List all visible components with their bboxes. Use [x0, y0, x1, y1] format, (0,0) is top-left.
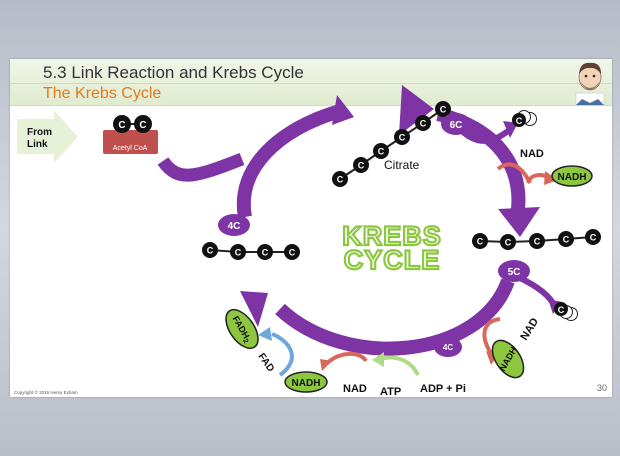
title-band: 5.3 Link Reaction and Krebs Cycle The Kr…: [10, 59, 612, 106]
oxygen-molecule-icon: C: [554, 302, 578, 321]
carbon-atom: [435, 101, 451, 117]
from-link-arrow: [17, 110, 78, 163]
copyright: Copyright © 2016 Henry Exham: [14, 390, 78, 395]
carbon-atom-icon: C: [399, 133, 406, 143]
carbon-atom-icon: C: [118, 120, 125, 131]
label-4c-bottom: 4C: [443, 343, 453, 352]
nadh-label-3: NADH: [292, 378, 321, 389]
cycle-word: CYCLE: [344, 245, 441, 275]
krebs-diagram: C C: [17, 62, 605, 397]
nad-label-1: NAD: [520, 148, 544, 160]
carbon-atom-icon: C: [477, 237, 484, 247]
cycle-arrows: [157, 104, 558, 356]
slide-subtitle: The Krebs Cycle: [43, 85, 162, 102]
from-link-line2: Link: [27, 139, 48, 150]
krebs-word: KREBS: [342, 221, 442, 251]
carbon-atom: [332, 171, 348, 187]
page-number: 30: [597, 383, 608, 393]
acetyl-coa-label: Acetyl CoA: [113, 145, 148, 152]
label-4c-left: 4C: [228, 221, 241, 232]
carbon-atom-icon: C: [358, 161, 365, 171]
carbon-atom: [472, 233, 488, 249]
carbon-atom-icon: C: [207, 246, 214, 256]
carbon-atom: [500, 234, 516, 250]
nad-label-3: NAD: [343, 383, 367, 395]
oxygen-molecule-icon: C: [512, 110, 537, 127]
slide-title: 5.3 Link Reaction and Krebs Cycle: [43, 63, 304, 82]
atp-label: ATP: [380, 386, 401, 397]
acetyl-coa-box: [103, 130, 158, 154]
carbon-atom: [558, 231, 574, 247]
carbon-atom-icon: C: [262, 248, 269, 258]
label-6c: 6C: [450, 120, 463, 131]
carbon-atom-icon: C: [235, 248, 242, 258]
carbon-atom-icon: C: [440, 105, 447, 115]
carbon-atom: [257, 244, 273, 260]
carbon-atom-icon: C: [139, 120, 146, 131]
carbon-atom-icon: C: [289, 248, 296, 258]
acetyl-coa-group: C C: [103, 115, 158, 154]
carbon-atom: [373, 143, 389, 159]
carbon-atom-icon: C: [420, 119, 427, 129]
nadh-label-1: NADH: [558, 172, 587, 183]
carbon-atom: [284, 244, 300, 260]
carbon-atoms: C C C C C C C C C C C C C C C: [202, 101, 601, 260]
fad-label: FAD: [256, 351, 276, 374]
title-separator: [10, 83, 612, 84]
carbon-atom-icon: C: [505, 238, 512, 248]
intermediate-bubbles: [218, 113, 530, 357]
carbon-atom: [230, 244, 246, 260]
carbon-atom-icon: C: [558, 305, 565, 315]
carbon-atom-icon: C: [378, 147, 385, 157]
slide: 5.3 Link Reaction and Krebs Cycle The Kr…: [10, 59, 612, 397]
carbon-atom: [415, 115, 431, 131]
citrate-label: Citrate: [384, 158, 420, 172]
cartoon-face-icon: [575, 62, 605, 106]
carbon-atom-icon: C: [534, 237, 541, 247]
carbon-atom: [353, 157, 369, 173]
carbon-atom: [529, 233, 545, 249]
carbon-atom-icon: C: [516, 116, 523, 126]
carbon-atom: [394, 129, 410, 145]
adp-pi-label: ADP + Pi: [420, 383, 466, 395]
carbon-atom: [202, 242, 218, 258]
label-5c: 5C: [508, 267, 521, 278]
carbon-atom: [585, 229, 601, 245]
carbon-atom-icon: C: [563, 235, 570, 245]
from-link-line1: From: [27, 127, 52, 138]
carbon-atom-icon: C: [337, 175, 344, 185]
nad-label-2: NAD: [518, 316, 541, 343]
green-ovals: [225, 165, 593, 393]
cofactor-arrowheads: [258, 171, 558, 371]
carbon-atom-icon: C: [590, 233, 597, 243]
